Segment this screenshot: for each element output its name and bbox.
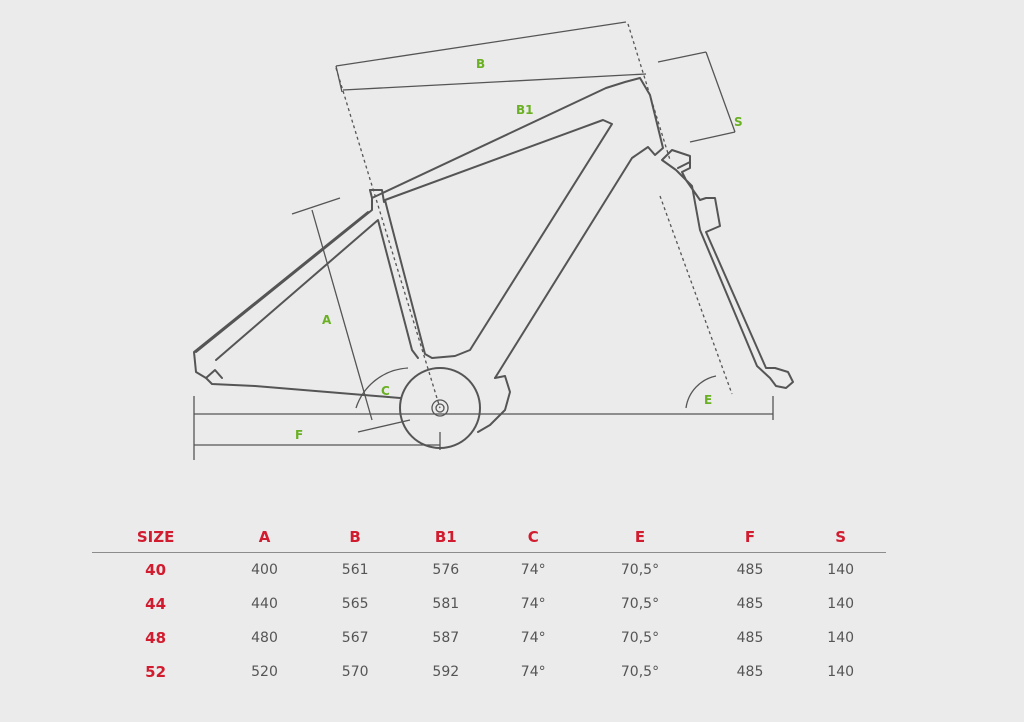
header-f: F [704, 522, 796, 553]
cell-s: 140 [827, 630, 855, 646]
cell-b1: 581 [432, 596, 460, 612]
header-row: SIZE A B B1 C E F S [92, 522, 886, 553]
label-b: B [476, 57, 485, 71]
cell-b1: 576 [432, 562, 460, 578]
cell-c: 74° [520, 630, 546, 646]
cell-a: 400 [251, 562, 278, 578]
cell-e: 70,5° [620, 630, 660, 646]
header-c: C [491, 522, 576, 553]
cell-s: 140 [827, 596, 855, 612]
geometry-table: SIZE A B B1 C E F S 40 400 561 576 74° 7… [92, 522, 886, 689]
size-cell: 48 [145, 629, 167, 647]
cell-c: 74° [520, 664, 546, 680]
header-a: A [219, 522, 310, 553]
cell-b1: 592 [432, 664, 460, 680]
cell-f: 485 [736, 562, 764, 578]
cell-s: 140 [827, 664, 855, 680]
header-b1: B1 [400, 522, 492, 553]
header-size: SIZE [92, 522, 220, 553]
frame-geometry-diagram: B B1 S A C E F [193, 21, 794, 460]
header-b: B [309, 522, 401, 553]
label-a: A [322, 313, 332, 327]
label-c: C [381, 384, 390, 398]
cell-c: 74° [520, 562, 546, 578]
cell-f: 485 [736, 596, 764, 612]
cell-a: 520 [251, 664, 278, 680]
cell-b1: 587 [432, 630, 460, 646]
cell-a: 480 [251, 630, 278, 646]
cell-b: 567 [341, 630, 369, 646]
cell-s: 140 [827, 562, 855, 578]
label-f: F [295, 428, 303, 442]
size-cell: 40 [145, 561, 167, 579]
cell-b: 565 [341, 596, 369, 612]
size-cell: 52 [145, 663, 167, 681]
cell-e: 70,5° [620, 664, 660, 680]
cell-f: 485 [736, 664, 764, 680]
cell-e: 70,5° [620, 596, 660, 612]
table-row: 40 400 561 576 74° 70,5° 485 140 [92, 553, 886, 588]
cell-b: 570 [341, 664, 369, 680]
table-row: 44 440 565 581 74° 70,5° 485 140 [92, 587, 886, 621]
table-row: 48 480 567 587 74° 70,5° 485 140 [92, 621, 886, 655]
cell-f: 485 [736, 630, 764, 646]
label-b1: B1 [516, 103, 534, 117]
cell-a: 440 [251, 596, 278, 612]
cell-e: 70,5° [620, 562, 660, 578]
dimension-lines [193, 21, 774, 460]
cell-b: 561 [341, 562, 369, 578]
header-e: E [575, 522, 705, 553]
label-e: E [704, 393, 712, 407]
bike-frame [193, 77, 794, 449]
cell-c: 74° [520, 596, 546, 612]
header-s: S [795, 522, 886, 553]
size-cell: 44 [145, 595, 167, 613]
label-s: S [734, 115, 743, 129]
table-row: 52 520 570 592 74° 70,5° 485 140 [92, 655, 886, 689]
